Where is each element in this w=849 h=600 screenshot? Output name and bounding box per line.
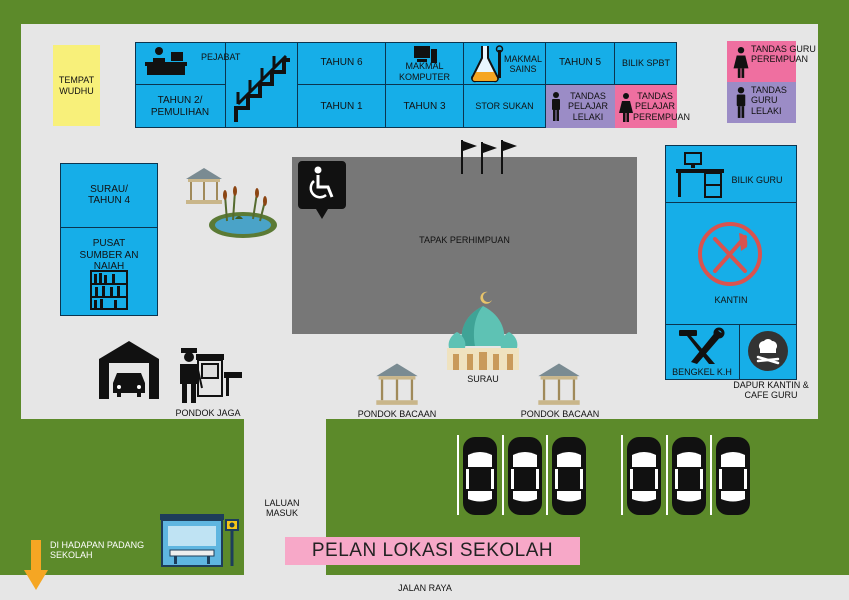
bookshelf-icon xyxy=(90,270,128,310)
makmal-sains: MAKMAL SAINS xyxy=(464,42,546,85)
surau-tahun-4-label: SURAU/ TAHUN 4 xyxy=(87,183,131,207)
tapak-perhimpunan-label: TAPAK PERHIMPUAN xyxy=(419,235,510,245)
dapur-label: DAPUR KANTIN & CAFE GURU xyxy=(733,380,809,401)
bilik-spbt: BILIK SPBT xyxy=(615,42,677,85)
bilik-guru: BILIK GURU xyxy=(665,145,797,203)
flags-icon xyxy=(461,140,517,174)
tandas-pelajar-lelaki-label: TANDAS PELAJAR LELAKI xyxy=(567,91,609,122)
tapak-perhimpunan: TAPAK PERHIMPUAN xyxy=(292,157,637,334)
bengkel-kh: BENGKEL K.H xyxy=(665,325,740,380)
car-icon xyxy=(710,435,750,515)
makmal-komputer-label: MAKMAL KOMPUTER xyxy=(398,61,450,82)
office-desk-icon xyxy=(145,47,187,75)
arrow-down-icon xyxy=(24,540,48,590)
mosque-icon xyxy=(447,291,519,370)
tahun-1: TAHUN 1 xyxy=(298,85,386,128)
stairs-icon xyxy=(234,54,290,122)
desk-icon xyxy=(676,152,724,198)
tahun-6: TAHUN 6 xyxy=(298,42,386,85)
stairs xyxy=(226,42,298,128)
tahun-5: TAHUN 5 xyxy=(546,42,615,85)
surau-label: SURAU xyxy=(467,374,499,384)
gazebo-icon xyxy=(186,168,222,204)
chef-icon xyxy=(748,331,788,371)
pejabat: PEJABAT xyxy=(135,42,240,85)
car-icon xyxy=(546,435,586,515)
gazebo-icon xyxy=(376,363,418,405)
tandas-guru-perempuan-label: TANDAS GURU PEREMPUAN xyxy=(751,44,816,65)
tempat-wudhu: TEMPAT WUDHU xyxy=(53,45,100,126)
left-building xyxy=(60,163,158,316)
pond-icon xyxy=(209,186,277,238)
surau-tahun-4: SURAU/ TAHUN 4 xyxy=(60,163,158,228)
kantin-label: KANTIN xyxy=(714,295,748,305)
page-title: PELAN LOKASI SEKOLAH xyxy=(311,540,554,561)
tempat-wudhu-label: TEMPAT WUDHU xyxy=(58,75,95,96)
bus-stop-icon xyxy=(160,514,239,567)
padang-label: DI HADAPAN PADANG SEKOLAH xyxy=(50,540,145,561)
female-icon xyxy=(619,93,633,122)
tahun-3-label: TAHUN 3 xyxy=(403,100,446,112)
tandas-pelajar-perempuan: TANDAS PELAJAR PEREMPUAN xyxy=(615,85,691,128)
page-title-box: PELAN LOKASI SEKOLAH xyxy=(285,537,580,565)
main-road xyxy=(0,575,849,600)
car-icon xyxy=(502,435,542,515)
male-icon xyxy=(736,87,746,118)
pusat-sumber-label: PUSAT SUMBER AN NAIAH xyxy=(79,238,139,272)
pondok-bacaan-2-label: PONDOK BACAAN xyxy=(520,409,600,419)
makmal-komputer: MAKMAL KOMPUTER xyxy=(386,42,464,85)
pondok-jaga-label: PONDOK JAGA xyxy=(175,408,241,418)
computer-icon xyxy=(414,46,437,63)
wheelchair-icon xyxy=(298,161,346,219)
tahun-5-label: TAHUN 5 xyxy=(558,57,602,69)
pejabat-label: PEJABAT xyxy=(201,52,241,62)
tandas-guru-perempuan: TANDAS GURU PEREMPUAN xyxy=(727,41,816,82)
laluan-masuk-label: LALUAN MASUK xyxy=(264,498,300,519)
tahun-3: TAHUN 3 xyxy=(386,85,464,128)
flask-icon xyxy=(471,45,504,83)
tahun-2: TAHUN 2/ PEMULIHAN xyxy=(135,85,226,128)
gazebo-icon xyxy=(538,363,580,405)
tandas-pelajar-perempuan-label: TANDAS PELAJAR PEREMPUAN xyxy=(633,91,691,122)
female-icon xyxy=(733,47,749,78)
cutlery-icon xyxy=(698,222,762,286)
jalan-raya-label: JALAN RAYA xyxy=(398,583,452,593)
tahun-6-label: TAHUN 6 xyxy=(320,57,363,69)
makmal-sains-label: MAKMAL SAINS xyxy=(503,54,542,75)
garage-icon xyxy=(99,341,159,399)
bilik-guru-label: BILIK GURU xyxy=(731,175,783,185)
tandas-guru-lelaki: TANDAS GURU LELAKI xyxy=(727,82,796,123)
bilik-spbt-label: BILIK SPBT xyxy=(621,57,671,68)
guardhouse-icon xyxy=(196,354,242,397)
car-icon xyxy=(457,435,497,515)
bengkel-kh-label: BENGKEL K.H xyxy=(672,367,732,377)
tools-icon xyxy=(679,327,725,364)
car-icon xyxy=(621,435,661,515)
pusat-sumber: PUSAT SUMBER AN NAIAH xyxy=(60,228,158,316)
guard-icon xyxy=(180,348,203,403)
car-icon xyxy=(666,435,706,515)
pondok-bacaan-1-label: PONDOK BACAAN xyxy=(357,409,437,419)
kantin: KANTIN xyxy=(665,203,797,325)
male-icon xyxy=(552,92,560,121)
tahun-2-label: TAHUN 2/ PEMULIHAN xyxy=(150,95,210,118)
stor-sukan: STOR SUKAN xyxy=(464,85,546,128)
tahun-1-label: TAHUN 1 xyxy=(320,100,363,112)
stor-sukan-label: STOR SUKAN xyxy=(475,101,534,112)
tandas-pelajar-lelaki: TANDAS PELAJAR LELAKI xyxy=(546,85,615,128)
tandas-guru-lelaki-label: TANDAS GURU LELAKI xyxy=(751,85,787,116)
